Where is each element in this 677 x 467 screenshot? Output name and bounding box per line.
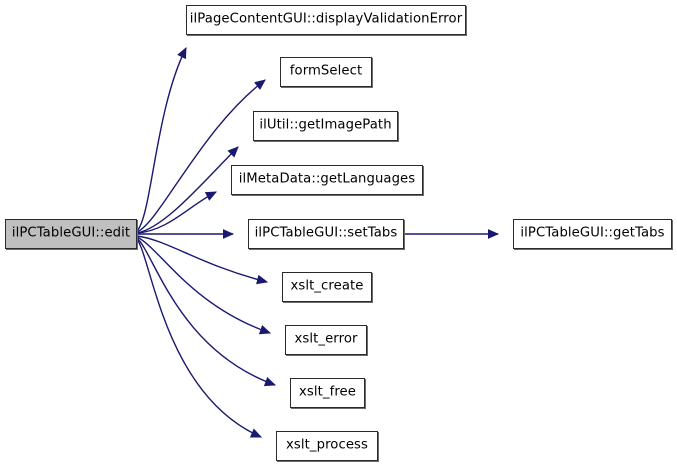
graph-node-label: xslt_create	[290, 278, 364, 294]
graph-edge-root-to-xslt_create	[136, 235, 269, 285]
graph-node-root[interactable]: ilPCTableGUI::edit	[5, 219, 137, 249]
graph-node-label: ilUtil::getImagePath	[259, 117, 392, 133]
graph-node-displayValidationError[interactable]: ilPageContentGUI::displayValidationError	[186, 5, 466, 35]
graph-node-formSelect[interactable]: formSelect	[280, 57, 372, 87]
graph-node-setTabs[interactable]: ilPCTableGUI::setTabs	[248, 219, 404, 249]
graph-edge-root-to-xslt_free	[136, 237, 277, 387]
graph-node-label: ilPCTableGUI::setTabs	[254, 225, 398, 241]
graph-node-getTabs[interactable]: ilPCTableGUI::getTabs	[513, 219, 672, 249]
graph-node-xslt_free[interactable]: xslt_free	[290, 378, 365, 408]
graph-node-xslt_error[interactable]: xslt_error	[285, 325, 367, 355]
graph-node-getImagePath[interactable]: ilUtil::getImagePath	[253, 111, 398, 141]
graph-edge-root-to-getImagePath	[136, 146, 239, 234]
graph-edge-root-to-getLanguages	[136, 191, 218, 234]
graph-node-label: xslt_free	[298, 384, 356, 400]
graph-edge-root-to-formSelect	[136, 79, 266, 233]
graph-node-label: ilPageContentGUI::displayValidationError	[189, 11, 463, 27]
graph-node-getLanguages[interactable]: ilMetaData::getLanguages	[231, 165, 423, 195]
graph-node-xslt_create[interactable]: xslt_create	[282, 272, 372, 302]
graph-node-label: ilPCTableGUI::edit	[11, 225, 131, 241]
graph-node-label: formSelect	[289, 63, 363, 79]
graph-edges	[136, 46, 500, 438]
graph-node-xslt_process[interactable]: xslt_process	[276, 431, 378, 461]
graph-node-label: xslt_error	[294, 331, 358, 347]
graph-node-label: ilPCTableGUI::getTabs	[520, 225, 665, 241]
graph-edge-root-to-xslt_process	[136, 238, 263, 438]
graph-edge-root-to-displayValidationError	[136, 46, 187, 232]
graph-edge-root-to-xslt_error	[136, 236, 272, 335]
graph-node-label: xslt_process	[286, 437, 368, 453]
graph-node-label: ilMetaData::getLanguages	[238, 171, 416, 187]
